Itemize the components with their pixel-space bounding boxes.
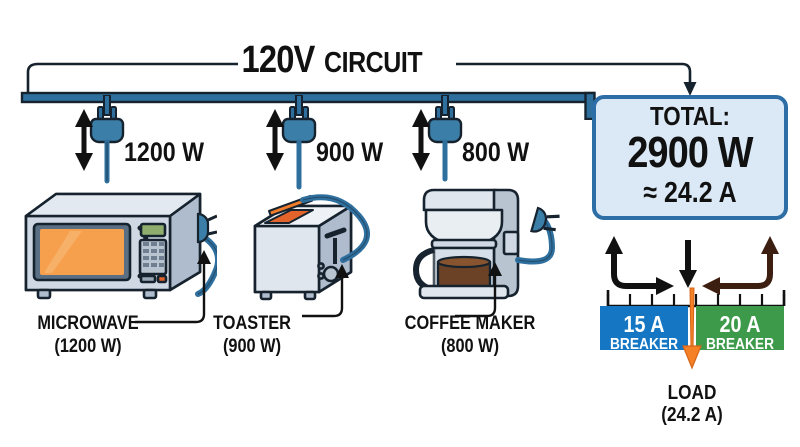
- double-arrow-microwave: [75, 109, 93, 171]
- toaster-icon: [253, 194, 370, 301]
- bracket-right: [456, 62, 692, 86]
- breaker-gauge-group: [600, 236, 786, 370]
- breaker-20a-word: BREAKER: [705, 336, 775, 353]
- circuit-bus-bar-group: [20, 62, 697, 120]
- power-label-coffee: 800 W: [462, 137, 530, 167]
- plug-drop-microwave: [89, 95, 125, 184]
- gauge-arrows: [605, 236, 779, 295]
- total-box: [592, 95, 788, 220]
- voltage-label: 120V: [241, 39, 316, 81]
- power-label-toaster: 900 W: [316, 137, 384, 167]
- breaker-15a-bar: [600, 306, 688, 350]
- load-label: LOAD: [667, 382, 717, 404]
- appliance-power-microwave: (1200 W): [54, 336, 122, 357]
- total-watts: 2900 W: [627, 128, 753, 177]
- appliance-power-toaster: (900 W): [222, 336, 282, 357]
- double-arrow-coffee: [412, 109, 430, 171]
- power-label-microwave: 1200 W: [124, 137, 205, 167]
- breaker-20a-bar: [696, 306, 784, 350]
- leader-arrow-toaster: [335, 264, 349, 278]
- load-value: (24.2 A): [661, 404, 723, 426]
- leader-arrow-coffee: [488, 262, 502, 276]
- bracket-arrowhead-icon: [683, 82, 697, 96]
- leader-lines-group: [135, 250, 502, 324]
- plug-drop-toaster: [281, 95, 317, 190]
- circuit-label: CIRCUIT: [324, 47, 423, 79]
- bracket-left: [26, 62, 238, 92]
- appliance-name-coffee: COFFEE MAKER: [404, 313, 536, 334]
- load-needle-icon: [682, 287, 702, 370]
- appliance-power-coffee: (800 W): [440, 336, 500, 357]
- breaker-15a-amps: 15 A: [623, 311, 665, 337]
- double-arrow-toaster: [266, 109, 284, 171]
- breaker-15a-word: BREAKER: [609, 336, 679, 353]
- appliance-name-toaster: TOASTER: [213, 313, 291, 334]
- total-title: TOTAL:: [650, 101, 730, 131]
- total-amps: ≈ 24.2 A: [643, 177, 737, 209]
- leader-arrow-microwave: [197, 250, 211, 264]
- plug-drops-group: [75, 95, 463, 190]
- appliance-name-microwave: MICROWAVE: [37, 313, 139, 334]
- plug-drop-coffee: [427, 95, 463, 182]
- microwave-icon: [24, 192, 217, 300]
- breaker-20a-amps: 20 A: [719, 311, 761, 337]
